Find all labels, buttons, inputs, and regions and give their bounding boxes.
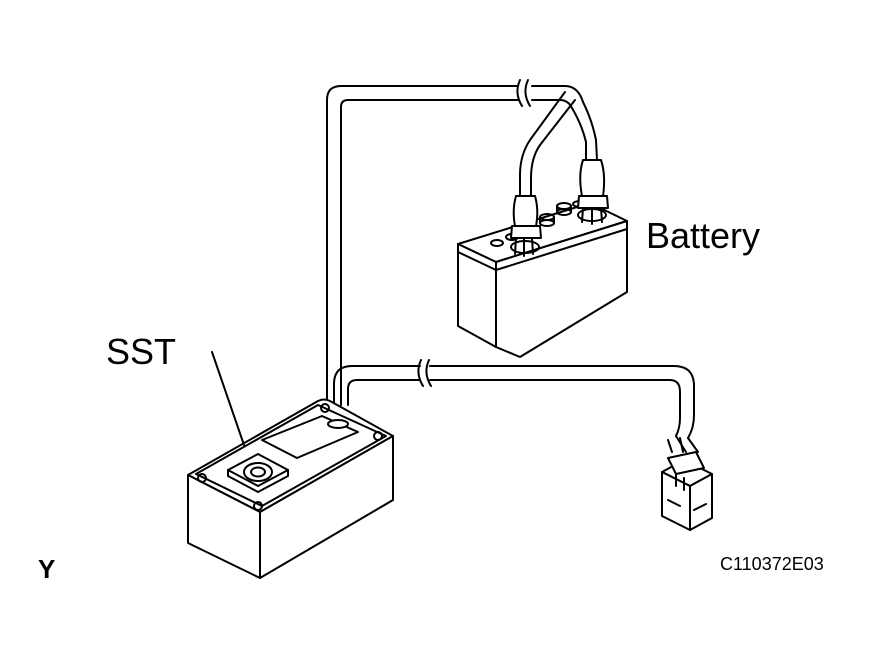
sst-leader-line (211, 351, 245, 446)
figure-code: C110372E03 (720, 554, 824, 574)
harness-cable (333, 359, 699, 453)
battery (457, 200, 628, 358)
view-letter: Y (38, 554, 56, 584)
harness-connector (661, 451, 713, 531)
battery-label: Battery (646, 215, 761, 256)
battery-clamp-positive (577, 159, 609, 225)
sst-tester (187, 398, 394, 579)
battery-clamp-negative (510, 195, 542, 257)
sst-label: SST (106, 331, 177, 372)
battery-lead-cable (326, 79, 598, 406)
